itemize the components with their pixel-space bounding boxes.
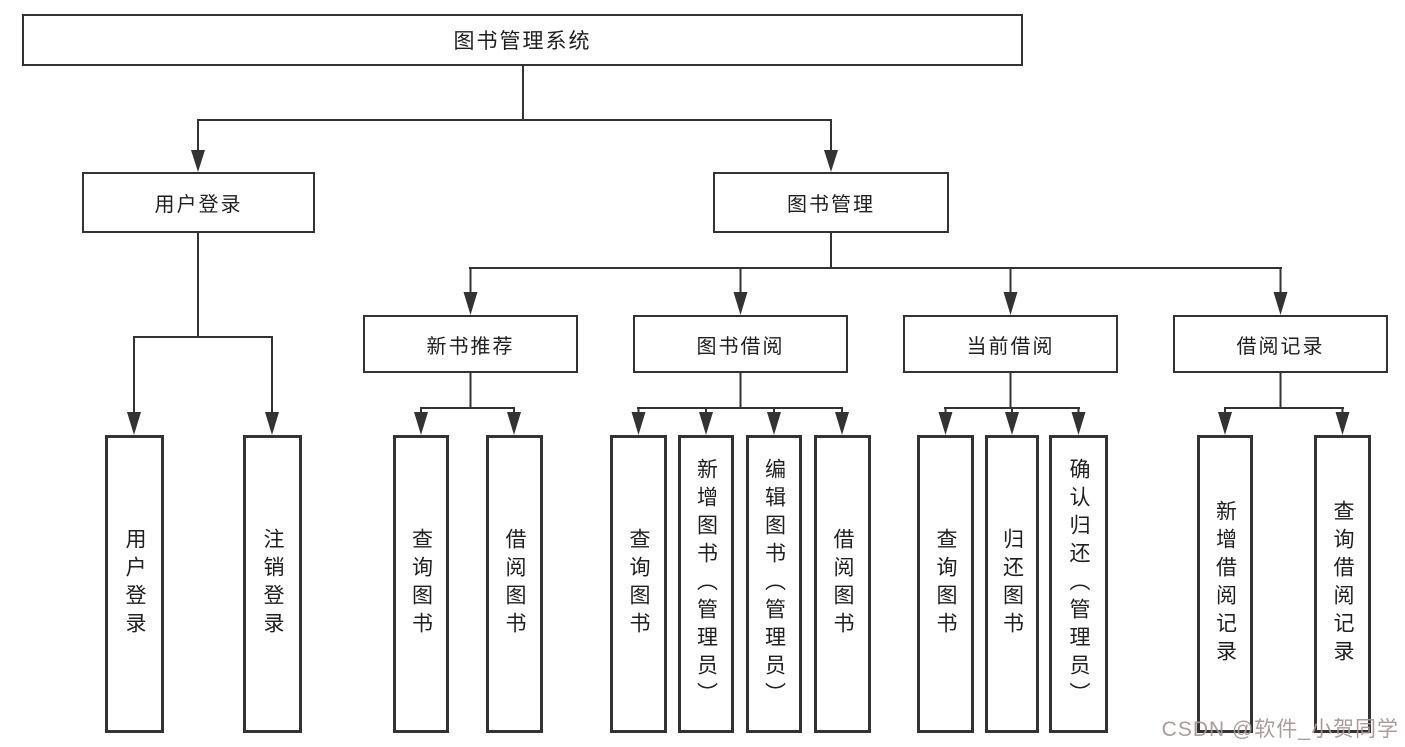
csdn-watermark: CSDN @软件_小贺同学 <box>1161 718 1399 741</box>
node-book-borrow: 图书借阅 <box>633 315 848 373</box>
leaf-borrow-query-books: 查询图书 <box>610 435 667 733</box>
leaf-borrow-add-books-admin: 新增图书（管理员） <box>678 435 734 733</box>
leaf-records-add-record: 新增借阅记录 <box>1197 435 1253 733</box>
leaf-current-query-books: 查询图书 <box>917 435 974 733</box>
leaf-current-confirm-return-admin: 确认归还（管理员） <box>1049 435 1108 733</box>
leaf-records-query-record: 查询借阅记录 <box>1314 435 1371 733</box>
node-borrow-records: 借阅记录 <box>1173 315 1388 373</box>
node-new-book-recommend: 新书推荐 <box>363 315 578 373</box>
leaf-recommend-borrow-books: 借阅图书 <box>486 435 543 733</box>
leaf-logout: 注销登录 <box>243 435 302 733</box>
node-library-system: 图书管理系统 <box>22 14 1023 66</box>
leaf-user-login: 用户登录 <box>105 435 164 733</box>
node-user-login-branch: 用户登录 <box>82 172 315 233</box>
node-current-borrow: 当前借阅 <box>903 315 1118 373</box>
leaf-current-return-books: 归还图书 <box>985 435 1039 733</box>
leaf-borrow-edit-books-admin: 编辑图书（管理员） <box>746 435 802 733</box>
leaf-recommend-query-books: 查询图书 <box>393 435 449 733</box>
leaf-borrow-borrow-books: 借阅图书 <box>814 435 871 733</box>
node-book-management: 图书管理 <box>713 172 949 233</box>
